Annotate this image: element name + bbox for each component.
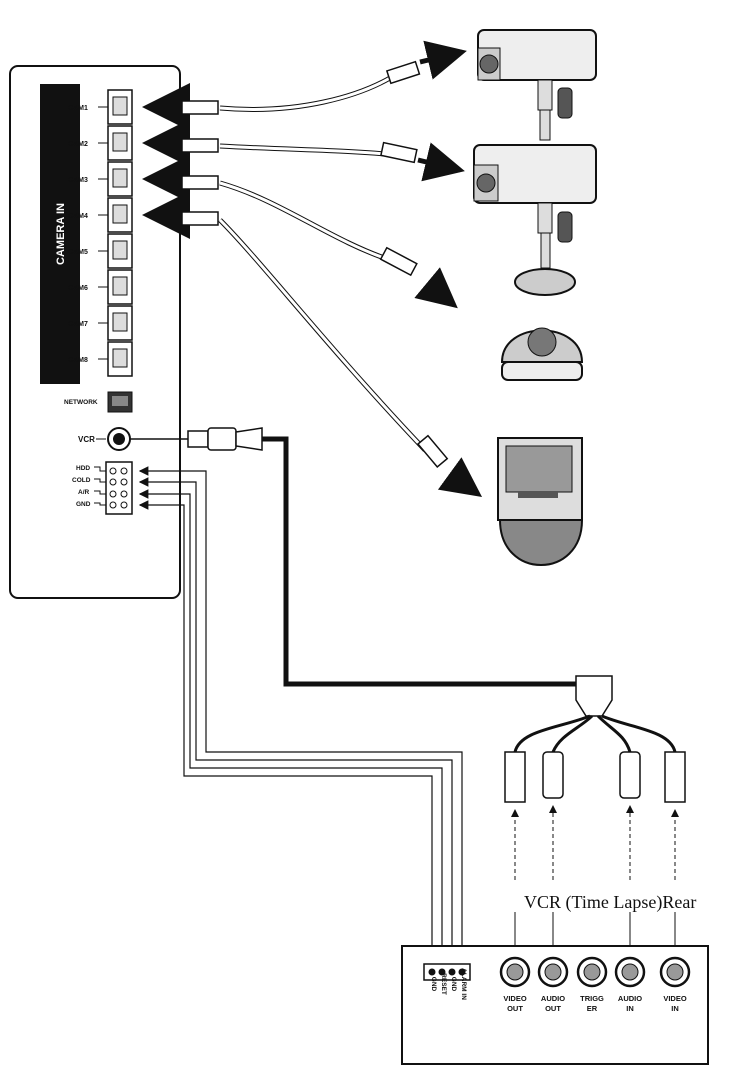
cam-port[interactable]: CAM2: [68, 125, 133, 161]
cam-port[interactable]: CAM8: [68, 341, 133, 377]
dvr-panel: CAMERA IN CAM1 CAM2 CAM3 CAM4 CAM5: [9, 65, 181, 599]
terminal-label: GND: [76, 501, 91, 508]
vcr-cable: [130, 427, 686, 955]
vcr-jack-label: VIDEO: [663, 994, 687, 1003]
vcr-jack-label: OUT: [507, 1004, 523, 1013]
cam-port[interactable]: CAM3: [68, 161, 133, 197]
vcr-jack-label: VIDEO: [503, 994, 527, 1003]
vcr-rear-panel: GND RESET GND ALARM IN VIDEO OUT AUDIO O…: [401, 945, 709, 1065]
box-camera-icon: [473, 144, 597, 296]
vcr-terminal-label: RESET: [440, 973, 447, 995]
vcr-terminal-label: GND: [430, 977, 437, 992]
camera-in-bar: [40, 84, 80, 384]
vcr-jack-label: IN: [626, 1004, 634, 1013]
terminal-label: COLD: [72, 477, 91, 484]
vcr-terminal-label: ALARM IN: [460, 968, 467, 1000]
vcr-jack[interactable]: AUDIO IN: [614, 956, 646, 1013]
terminal-label: A/R: [78, 489, 90, 496]
vcr-terminal-block[interactable]: [423, 963, 471, 981]
cam-port[interactable]: CAM6: [68, 269, 133, 305]
vcr-jack[interactable]: TRIGG ER: [576, 956, 608, 1013]
vcr-jack[interactable]: AUDIO OUT: [537, 956, 569, 1013]
alarm-terminal-block[interactable]: HDD COLD A/R GND: [72, 461, 133, 515]
box-camera-icon: [477, 29, 597, 141]
cam-port-label: CAM4: [68, 213, 88, 220]
cam-port-label: CAM1: [68, 105, 88, 112]
cam-port[interactable]: CAM4: [68, 197, 133, 233]
camera-in-label: CAMERA IN: [55, 203, 67, 265]
ptz-camera-icon: [497, 437, 584, 566]
cam-port-label: CAM3: [68, 177, 88, 184]
vcr-jack-label: AUDIO: [618, 994, 642, 1003]
vcr-terminal-label: GND: [450, 977, 457, 992]
vcr-rear-title: VCR (Time Lapse)Rear: [524, 892, 696, 913]
cam-port[interactable]: CAM5: [68, 233, 133, 269]
dome-camera-icon: [500, 327, 584, 381]
cam-port[interactable]: CAM1: [68, 89, 133, 125]
network-label: NETWORK: [64, 399, 98, 406]
network-port[interactable]: NETWORK: [64, 391, 133, 413]
vcr-jack[interactable]: VIDEO OUT: [499, 956, 531, 1013]
vcr-label: VCR: [78, 435, 95, 444]
cam-port-label: CAM6: [68, 285, 88, 292]
vcr-jack-label: ER: [587, 1004, 598, 1013]
terminal-label: HDD: [76, 465, 90, 472]
camera-cables: [142, 40, 483, 497]
vcr-jack[interactable]: VIDEO IN: [659, 956, 691, 1013]
cam-port-label: CAM2: [68, 141, 88, 148]
vcr-jack-label: OUT: [545, 1004, 561, 1013]
cam-port[interactable]: CAM7: [68, 305, 133, 341]
alarm-wires: [138, 466, 463, 964]
vcr-jack-label: IN: [671, 1004, 679, 1013]
cam-port-label: CAM8: [68, 357, 88, 364]
cam-port-label: CAM5: [68, 249, 88, 256]
vcr-jack-label: AUDIO: [541, 994, 565, 1003]
vcr-jack-label: TRIGG: [580, 994, 604, 1003]
cam-port-label: CAM7: [68, 321, 88, 328]
